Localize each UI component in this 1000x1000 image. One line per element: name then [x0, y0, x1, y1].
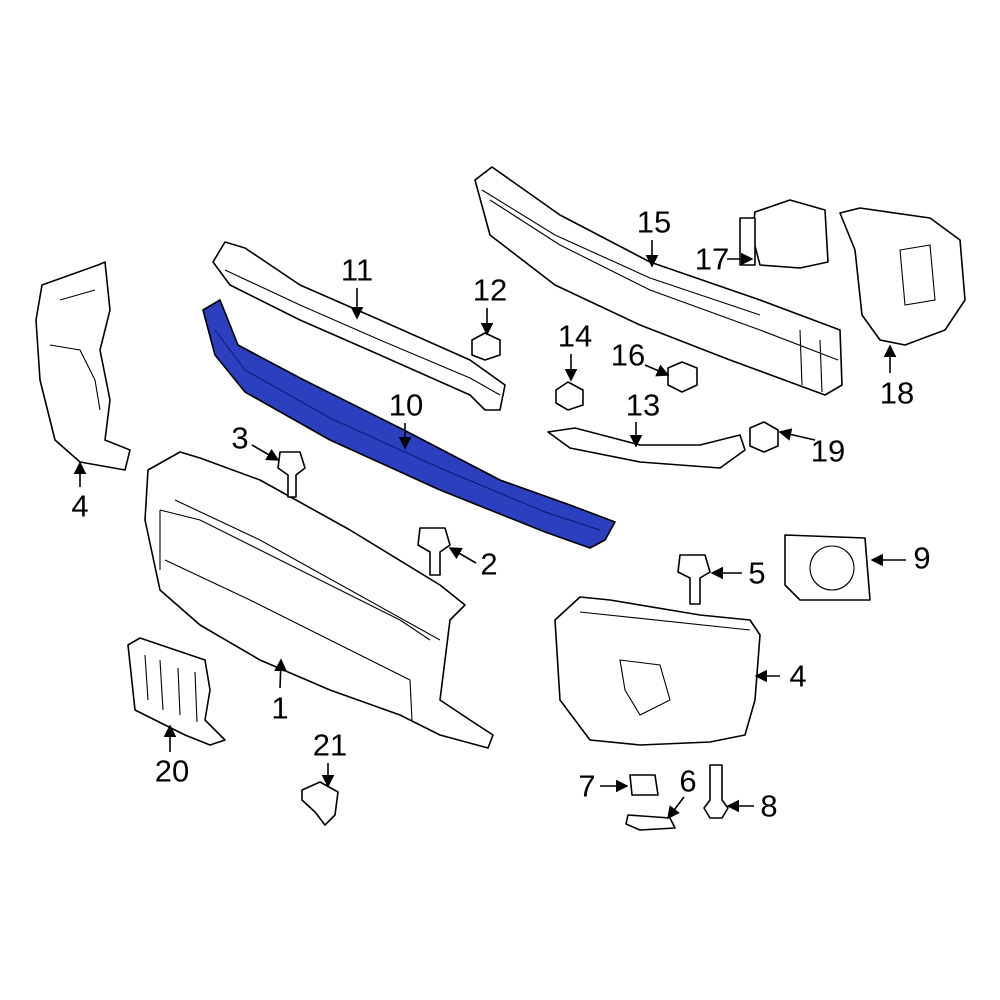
part-10-highlighted-absorber[interactable]	[202, 299, 616, 549]
callout-20[interactable]: 20	[154, 753, 190, 789]
part-4-left-end-cap[interactable]	[35, 261, 131, 471]
part-20-license-bracket[interactable]	[127, 637, 226, 746]
callout-13[interactable]: 13	[625, 387, 661, 423]
callout-5[interactable]: 5	[748, 555, 766, 591]
callout-21[interactable]: 21	[312, 727, 348, 763]
callout-14[interactable]: 14	[557, 318, 593, 354]
part-18-bracket[interactable]	[839, 207, 966, 346]
callout-19[interactable]: 19	[810, 433, 846, 469]
callout-15[interactable]: 15	[636, 204, 672, 240]
callout-12[interactable]: 12	[472, 272, 508, 308]
part-17-bracket[interactable]	[751, 199, 829, 269]
leader-lines	[73, 240, 906, 820]
part-13-bracket[interactable]	[547, 427, 746, 469]
callout-16[interactable]: 16	[610, 337, 646, 373]
callout-6[interactable]: 6	[679, 763, 697, 799]
part-15-reinforcement[interactable]	[474, 166, 843, 396]
callout-9[interactable]: 9	[913, 540, 931, 576]
callout-1[interactable]: 1	[271, 690, 289, 726]
callout-7[interactable]: 7	[578, 768, 596, 804]
callout-4-left[interactable]: 4	[71, 488, 89, 524]
part-9-fog-bezel[interactable]	[784, 534, 871, 601]
callout-3[interactable]: 3	[231, 420, 249, 456]
part-1-bumper-cover[interactable]	[144, 451, 494, 749]
callout-8[interactable]: 8	[760, 788, 778, 824]
part-21-bracket[interactable]	[301, 781, 339, 826]
callout-11[interactable]: 11	[340, 252, 374, 288]
part-11-upper-bracket[interactable]	[212, 241, 506, 411]
callout-17[interactable]: 17	[694, 241, 730, 277]
callout-4-right[interactable]: 4	[789, 658, 807, 694]
callout-18[interactable]: 18	[879, 375, 915, 411]
callout-2[interactable]: 2	[480, 546, 498, 582]
part-4-right-end-cap[interactable]	[554, 596, 761, 746]
callout-10[interactable]: 10	[388, 387, 424, 423]
